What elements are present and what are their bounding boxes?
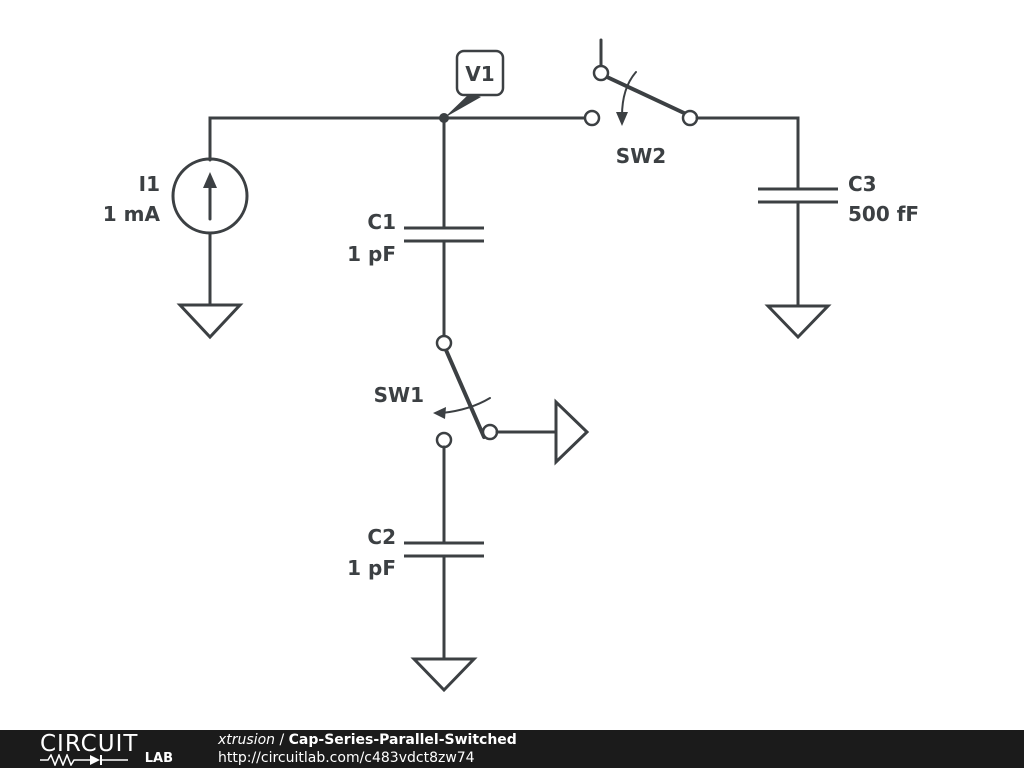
arrow-left-icon <box>433 407 446 419</box>
circuit-title[interactable]: Cap-Series-Parallel-Switched <box>288 732 517 748</box>
arrow-down-icon <box>616 112 628 126</box>
logo-lab-text: LAB <box>144 751 173 766</box>
capacitor-c3[interactable]: C3 500 fF <box>695 116 919 340</box>
logo-circuit-text: CIRCUIT <box>40 731 139 757</box>
i1-value: 1 mA <box>103 202 161 226</box>
c3-value: 500 fF <box>848 202 919 226</box>
author-link[interactable]: xtrusion <box>218 732 276 748</box>
ground-icon <box>176 303 244 340</box>
switch-sw1[interactable]: SW1 <box>374 334 590 466</box>
top-wire <box>208 113 592 162</box>
footer-separator: / <box>275 732 289 748</box>
i1-name: I1 <box>139 172 160 196</box>
resistor-diode-icon <box>40 754 128 766</box>
ground-icon <box>410 657 478 693</box>
arrow-up-icon <box>203 172 217 188</box>
c2-value: 1 pF <box>347 556 396 580</box>
footer-bar: CIRCUIT LAB xtrusion / Cap-Series-Parall… <box>0 730 1024 768</box>
ground-icon <box>764 304 832 340</box>
switch-sw2[interactable]: SW2 <box>583 38 699 168</box>
capacitor-c1[interactable]: C1 1 pF <box>347 116 484 338</box>
sw1-name: SW1 <box>374 383 424 407</box>
voltage-probe-v1[interactable]: V1 <box>444 49 505 118</box>
footer-info: xtrusion / Cap-Series-Parallel-Switched … <box>218 731 517 767</box>
sw2-name: SW2 <box>616 144 666 168</box>
c3-name: C3 <box>848 172 877 196</box>
ground-icon <box>554 398 590 466</box>
c1-name: C1 <box>367 210 396 234</box>
capacitor-c2[interactable]: C2 1 pF <box>347 445 484 693</box>
current-source-i1[interactable]: I1 1 mA <box>103 157 249 340</box>
circuitlab-logo[interactable]: CIRCUIT LAB <box>40 732 175 766</box>
probe-label: V1 <box>465 62 494 86</box>
circuit-schematic: V1 I1 1 mA C1 1 pF SW1 C2 <box>103 38 919 693</box>
c1-value: 1 pF <box>347 242 396 266</box>
c2-name: C2 <box>367 525 396 549</box>
circuit-url-link[interactable]: http://circuitlab.com/c483vdct8zw74 <box>218 750 475 766</box>
